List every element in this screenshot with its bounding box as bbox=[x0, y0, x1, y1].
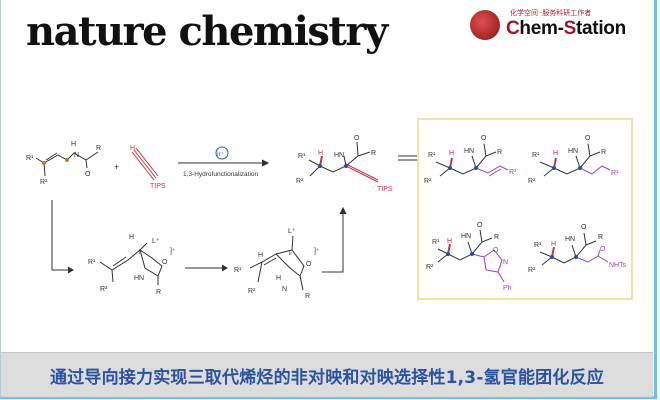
label-n-ring: N bbox=[503, 259, 508, 266]
double-arrow bbox=[398, 155, 417, 161]
products-box bbox=[417, 118, 633, 300]
plus-sign: + bbox=[114, 162, 119, 172]
label-o: O bbox=[581, 224, 587, 231]
logo-text-2: tation bbox=[576, 18, 626, 39]
label-alkyne-h: H bbox=[130, 145, 135, 152]
label-o: O bbox=[306, 261, 312, 268]
label-r: R bbox=[156, 289, 161, 296]
label-h: H bbox=[553, 150, 558, 157]
reaction-scheme: R¹ R² H N R O + H TIPS Ir⁺ 1,3-Hydrofunc… bbox=[26, 118, 633, 300]
label-h: H bbox=[449, 150, 454, 157]
label-h: H bbox=[276, 275, 281, 282]
label-r1: R¹ bbox=[88, 259, 96, 266]
product-alkyne bbox=[308, 141, 379, 183]
reaction-label: 1,3-Hydrofunctionalization bbox=[183, 171, 259, 178]
label-o: O bbox=[85, 171, 91, 178]
label-hn: HN bbox=[134, 275, 144, 282]
label-hn: HN bbox=[568, 148, 578, 155]
label-o: O bbox=[477, 222, 483, 229]
label-h: H bbox=[318, 150, 323, 157]
label-charge: ]⁺ bbox=[170, 248, 176, 255]
label-ligand: L⁺ bbox=[288, 228, 296, 235]
logo-letter-s: S bbox=[563, 18, 577, 39]
label-tips: TIPS bbox=[150, 183, 166, 190]
up-arrow bbox=[322, 210, 344, 273]
label-ir: Ir bbox=[139, 250, 142, 256]
label-r1: R¹ bbox=[26, 155, 34, 162]
label-hn: HN bbox=[565, 236, 575, 243]
catalyst-label: Ir⁺ bbox=[217, 151, 224, 158]
journal-title: nature chemistry bbox=[26, 8, 388, 55]
chem-station-logo: 化学空间 -服务科研工作者 Chem-Station bbox=[470, 6, 650, 42]
label-o-amide: O bbox=[600, 246, 606, 253]
label-r1: R¹ bbox=[234, 267, 242, 274]
label-h: H bbox=[551, 241, 556, 248]
label-r2: R² bbox=[100, 286, 108, 293]
logo-mark-icon bbox=[470, 10, 500, 40]
logo-text-1: hem- bbox=[519, 18, 564, 39]
label-r1: R¹ bbox=[534, 242, 542, 249]
label-o: O bbox=[162, 259, 168, 266]
label-h: H bbox=[129, 234, 134, 241]
label-n: N bbox=[74, 152, 79, 159]
down-arrow bbox=[51, 200, 72, 271]
caption-text: 通过导向接力实现三取代烯烃的非对映和对映选择性1,3-氢官能团化反应 bbox=[50, 367, 604, 388]
label-hn: HN bbox=[464, 148, 474, 155]
label-hn: HN bbox=[461, 233, 471, 240]
label-r1: R¹ bbox=[432, 239, 440, 246]
alkyne-reagent bbox=[131, 147, 159, 181]
label-r2: R² bbox=[426, 264, 434, 271]
label-nhts: NHTs bbox=[609, 262, 627, 269]
label-o: O bbox=[585, 135, 591, 142]
label-o: O bbox=[481, 135, 487, 142]
label-n: N bbox=[282, 286, 287, 293]
label-r: R bbox=[497, 149, 502, 156]
label-r: R bbox=[371, 150, 376, 157]
label-r2: R² bbox=[424, 178, 432, 185]
logo-subtitle: 化学空间 -服务科研工作者 bbox=[510, 10, 592, 17]
intermediate-1 bbox=[99, 242, 163, 285]
label-h: H bbox=[258, 252, 263, 259]
label-r: R bbox=[494, 234, 499, 241]
label-r2: R² bbox=[528, 178, 536, 185]
label-r2: R² bbox=[40, 179, 48, 186]
intermediate-2 bbox=[249, 235, 305, 291]
label-r1: R¹ bbox=[298, 153, 306, 160]
label-o-ring: O bbox=[493, 247, 499, 254]
label-r2: R² bbox=[528, 267, 536, 274]
logo-letter-c: C bbox=[506, 18, 520, 39]
label-ligand: L⁺ bbox=[152, 238, 160, 245]
label-r3: R³ bbox=[509, 169, 517, 176]
label-o: O bbox=[354, 135, 360, 142]
label-r3: R³ bbox=[611, 170, 619, 177]
label-r1: R¹ bbox=[428, 152, 436, 159]
label-charge: ]⁺ bbox=[314, 248, 320, 255]
label-r1: R¹ bbox=[532, 152, 540, 159]
label-h: H bbox=[447, 238, 452, 245]
stereo-dots bbox=[42, 158, 582, 259]
caption-bar: 通过导向接力实现三取代烯烃的非对映和对映选择性1,3-氢官能团化反应 bbox=[1, 352, 653, 397]
label-r: R bbox=[305, 293, 310, 300]
label-r2: R² bbox=[248, 288, 256, 295]
label-r: R bbox=[601, 149, 606, 156]
label-tips: TIPS bbox=[377, 186, 393, 193]
label-hn: HN bbox=[334, 152, 344, 159]
label-ph: Ph bbox=[503, 285, 512, 292]
label-h: H bbox=[71, 141, 76, 148]
label-r: R bbox=[598, 234, 603, 241]
catalyst-circle-icon bbox=[215, 146, 229, 160]
label-r2: R² bbox=[296, 178, 304, 185]
label-r: R bbox=[96, 145, 101, 152]
logo-name: Chem-Station bbox=[506, 18, 626, 40]
label-ir: Ir bbox=[289, 251, 292, 257]
